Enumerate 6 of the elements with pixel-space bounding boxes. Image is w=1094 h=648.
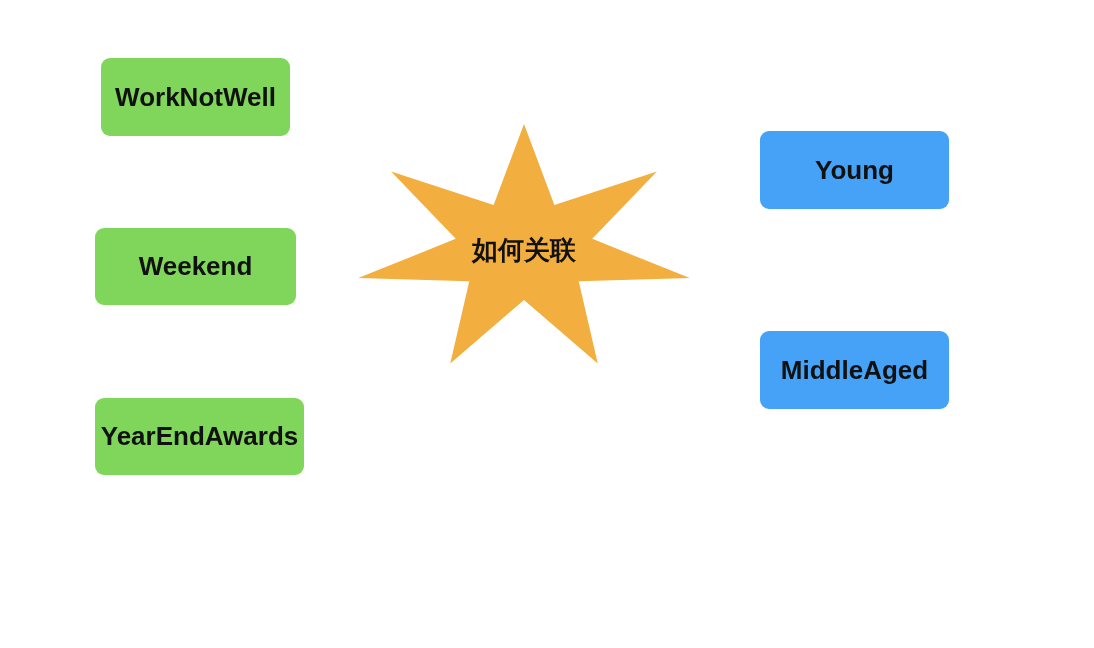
rounded-box: MiddleAged — [760, 331, 949, 409]
star-label: 如何关联 — [472, 235, 576, 265]
rounded-box: Weekend — [95, 228, 296, 305]
rounded-box: YearEndAwards — [95, 398, 304, 475]
rounded-box: WorkNotWell — [101, 58, 290, 136]
rounded-box: Young — [760, 131, 949, 209]
